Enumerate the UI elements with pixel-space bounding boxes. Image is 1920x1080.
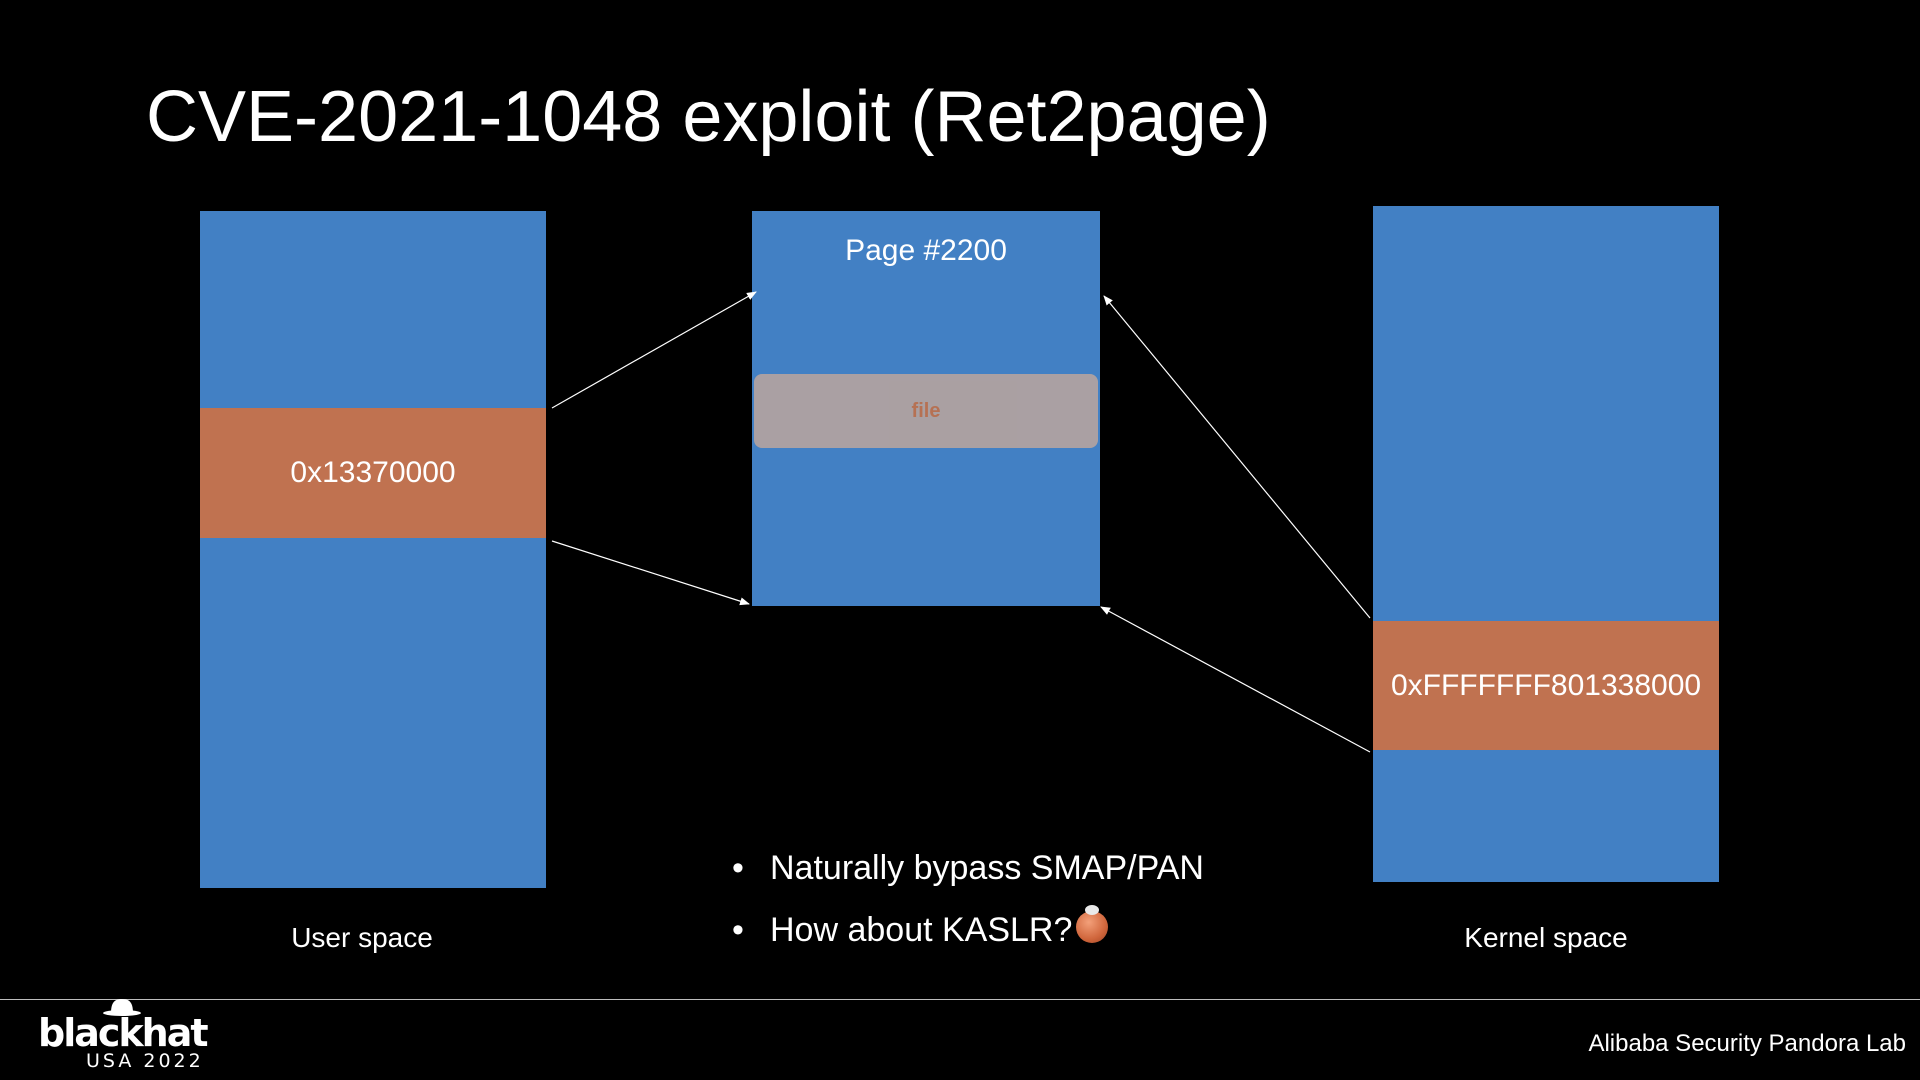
user-to-page-top-arrow [551, 291, 757, 409]
logo-event: USA 2022 [86, 1050, 204, 1072]
kernel-space-caption: Kernel space [1464, 922, 1628, 953]
blackhat-logo: blackhat USA 2022 [38, 999, 228, 1073]
bullet-list: Naturally bypass SMAP/PAN How about KASL… [730, 840, 1204, 964]
user-address-label: 0x13370000 [290, 456, 456, 489]
bullet-item: Naturally bypass SMAP/PAN [730, 840, 1204, 902]
user-space-caption: User space [291, 922, 433, 953]
file-region: file [754, 374, 1098, 448]
kernel-to-page-bottom-arrow [1100, 606, 1371, 753]
user-address-region: 0x13370000 [200, 408, 546, 538]
file-label: file [911, 399, 941, 422]
bullet-item: How about KASLR? [730, 902, 1204, 964]
hat-icon [103, 999, 141, 1016]
kernel-address-label: 0xFFFFFFF801338000 [1390, 668, 1702, 702]
slide-title: CVE-2021-1048 exploit (Ret2page) [146, 77, 1271, 157]
thinking-emoji-icon [1076, 905, 1109, 943]
lab-name: Alibaba Security Pandora Lab [1588, 1030, 1906, 1057]
kernel-space-block [1373, 206, 1719, 882]
user-space-block [200, 211, 546, 888]
logo-wordmark: blackhat [38, 1011, 209, 1055]
kernel-address-region: 0xFFFFFFF801338000 [1373, 621, 1719, 750]
footer-divider [0, 999, 1920, 1000]
page-label: Page #2200 [845, 234, 1007, 267]
kernel-to-page-top-arrow [1103, 295, 1371, 619]
user-to-page-bottom-arrow [551, 540, 750, 606]
